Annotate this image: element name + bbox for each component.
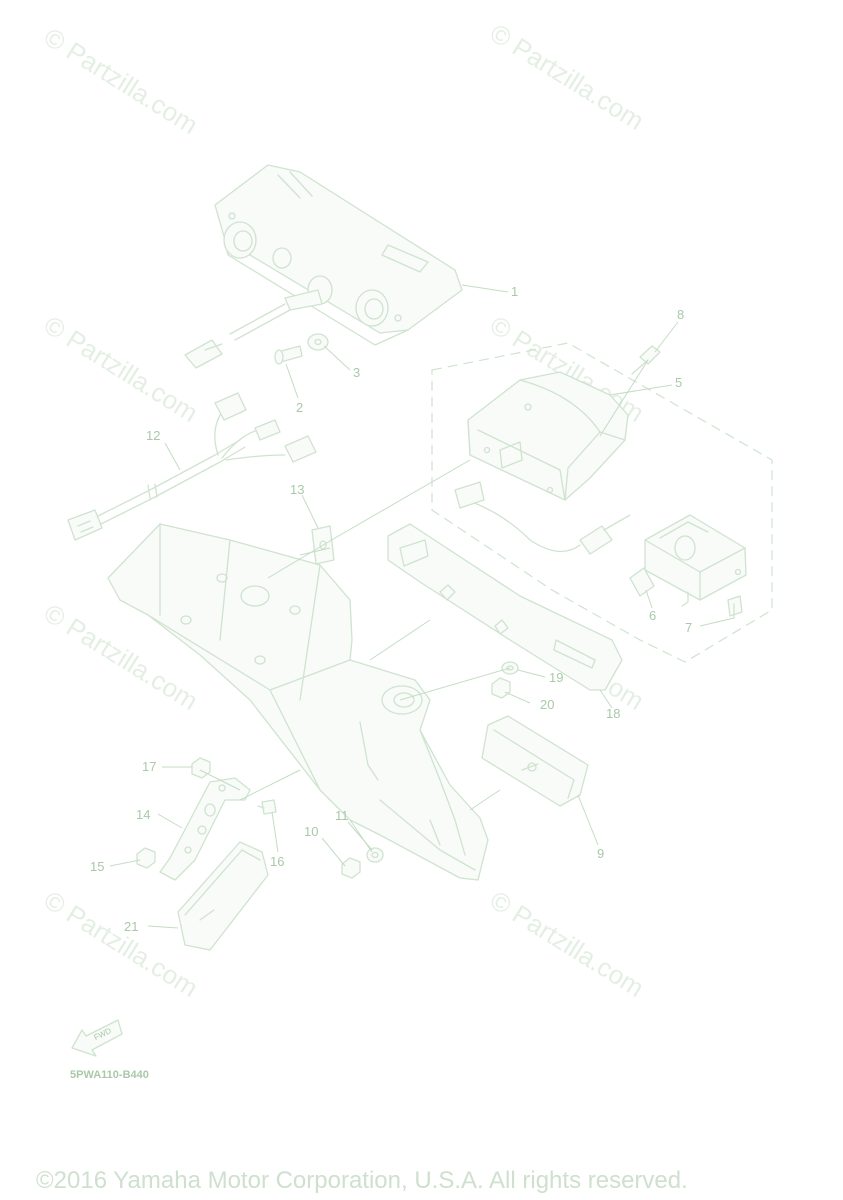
part-6-bulb bbox=[629, 567, 655, 597]
callout-5: 5 bbox=[675, 375, 682, 390]
callout-13: 13 bbox=[290, 482, 304, 497]
callout-3: 3 bbox=[353, 365, 360, 380]
part-10-nut bbox=[341, 857, 361, 879]
callout-9: 9 bbox=[597, 846, 604, 861]
part-8-screw bbox=[631, 345, 661, 375]
part-2-screw bbox=[274, 345, 303, 365]
part-12-wire-harness bbox=[67, 392, 317, 541]
callout-12: 12 bbox=[146, 428, 160, 443]
watermarks: © Partzilla.com © Partzilla.com © Partzi… bbox=[39, 18, 649, 1003]
callout-2: 2 bbox=[296, 400, 303, 415]
part-14-license-bracket bbox=[159, 777, 251, 881]
watermark-top-left: © Partzilla.com bbox=[39, 22, 203, 140]
part-18-bracket bbox=[387, 523, 623, 691]
watermark-mid-left: © Partzilla.com bbox=[39, 310, 203, 428]
callout-8: 8 bbox=[677, 307, 684, 322]
copyright-notice: ©2016 Yamaha Motor Corporation, U.S.A. A… bbox=[36, 1167, 688, 1194]
part-21-reflector bbox=[177, 841, 269, 951]
watermark-bottom-left: © Partzilla.com bbox=[39, 885, 203, 1003]
callout-19: 19 bbox=[549, 670, 563, 685]
callout-10: 10 bbox=[304, 824, 318, 839]
part-17-nut bbox=[191, 757, 211, 779]
callout-1: 1 bbox=[511, 284, 518, 299]
callout-18: 18 bbox=[606, 706, 620, 721]
part-3-washer bbox=[307, 333, 329, 351]
part-11-washer bbox=[366, 847, 384, 863]
assembly-lines bbox=[199, 359, 649, 853]
watermark-top-right: © Partzilla.com bbox=[485, 18, 649, 136]
callout-20: 20 bbox=[540, 697, 554, 712]
callout-16: 16 bbox=[270, 854, 284, 869]
part-7-screw bbox=[727, 595, 743, 619]
watermark-bottom-right: © Partzilla.com bbox=[485, 885, 649, 1003]
part-20-nut bbox=[491, 677, 511, 699]
part-9-reflector bbox=[481, 715, 589, 807]
rear-fender bbox=[107, 523, 489, 881]
callout-11: 11 bbox=[335, 808, 349, 823]
callout-6: 6 bbox=[649, 608, 656, 623]
callout-14: 14 bbox=[136, 807, 150, 822]
part-15-nut bbox=[136, 847, 156, 869]
part-1-tail-light-housing bbox=[214, 164, 463, 346]
tail-light-socket-wire bbox=[184, 289, 323, 369]
callout-21: 21 bbox=[124, 919, 138, 934]
callout-7: 7 bbox=[685, 620, 692, 635]
part-5-license-light-assembly bbox=[431, 342, 773, 663]
diagram-code: 5PWA110-B440 bbox=[70, 1069, 149, 1081]
part-16-screw bbox=[257, 799, 277, 815]
forward-arrow-icon: FWD bbox=[71, 1019, 123, 1057]
callouts: 1 2 3 5 6 7 8 9 10 11 12 13 14 15 16 17 … bbox=[90, 284, 692, 934]
callout-15: 15 bbox=[90, 859, 104, 874]
leader-lines bbox=[109, 284, 735, 929]
callout-17: 17 bbox=[142, 759, 156, 774]
